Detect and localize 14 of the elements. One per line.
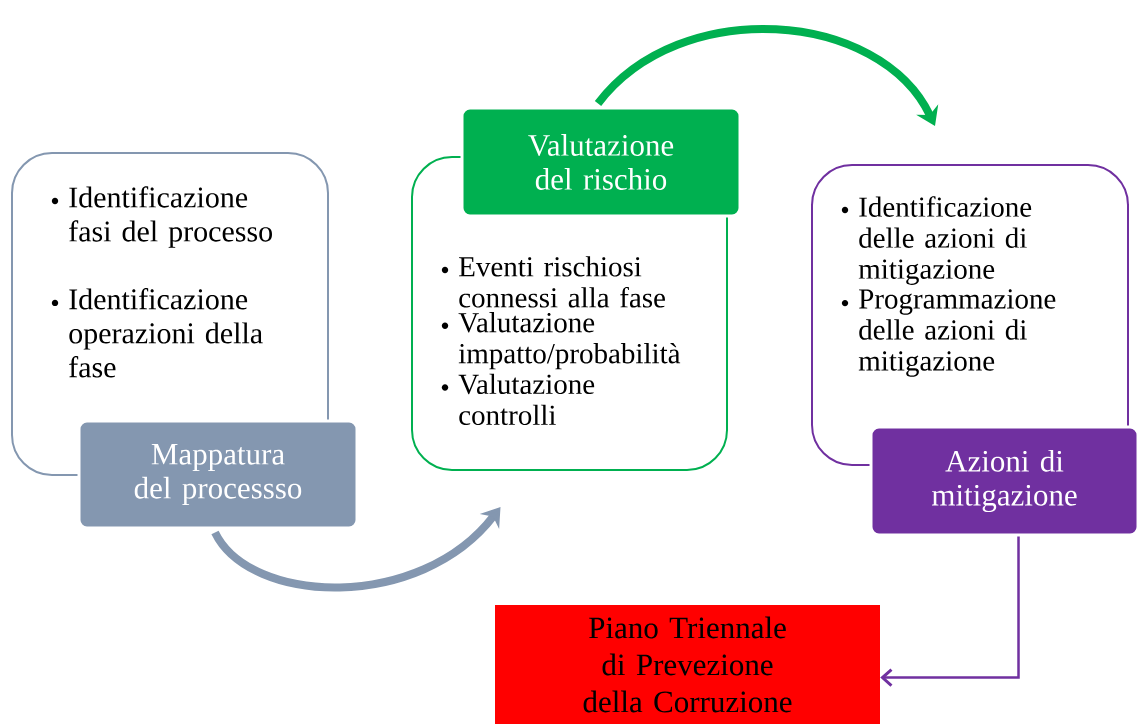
bullet-item: Valutazione impatto/probabilità bbox=[441, 312, 681, 370]
title-box: Azioni di mitigazione bbox=[869, 425, 1138, 537]
bullet-item: Programmazione delle azioni di mitigazione bbox=[841, 289, 1056, 377]
arrow bbox=[595, 25, 939, 126]
bullet-item: Identificazione delle azioni di mitigazione bbox=[841, 196, 1032, 285]
arrow bbox=[880, 536, 1020, 687]
bullet-item: Identificazione fasi del processo bbox=[51, 186, 272, 248]
bullet-item: Identificazione operazioni della fase bbox=[51, 288, 263, 378]
title-box: Valutazione del rischio bbox=[460, 106, 742, 218]
title-box: Mappatura del processso bbox=[77, 419, 359, 530]
process-box: Piano Triennale di Prevezione della Corruzione bbox=[495, 605, 880, 724]
bullet-item: Valutazione controlli bbox=[441, 373, 595, 426]
arrow bbox=[211, 507, 501, 592]
bullet-item: Eventi rischiosi connessi alla fase bbox=[441, 256, 665, 308]
